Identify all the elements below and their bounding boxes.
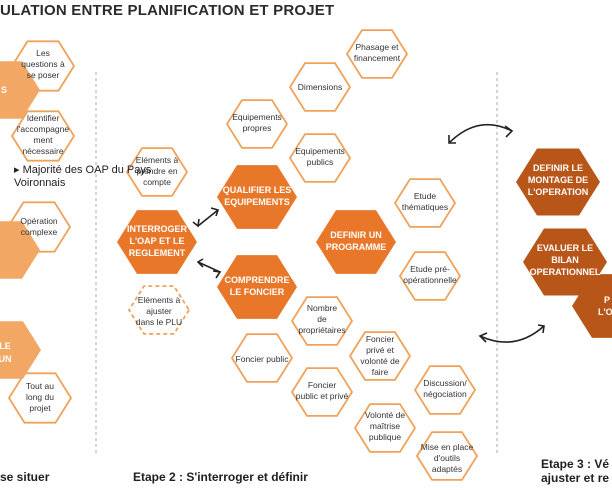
arrow-interroger-comprendre <box>196 258 222 279</box>
label-dimensions: Dimensions <box>298 82 342 92</box>
hexagon-equip-publics <box>288 133 352 183</box>
arrow-curve-top <box>448 123 514 144</box>
hexagon-phasage <box>345 29 409 79</box>
hexagon-interroger <box>117 210 197 274</box>
hexagon-mise-place <box>415 431 479 481</box>
hexagon-left-le <box>0 321 41 379</box>
hexagon-nombre-prop <box>290 296 354 346</box>
hexagon-elements-ajuster <box>127 285 191 335</box>
label-foncier-public: Foncier public <box>236 354 290 364</box>
arrow-curve-bottom <box>478 324 545 343</box>
hexagon-equip-propres <box>225 99 289 149</box>
hexagon-dimensions <box>288 62 352 112</box>
hexagon-foncier-volonte <box>348 331 412 381</box>
hexagon-qualifier <box>217 165 297 229</box>
majorite-text: Majorité des OAP du Pays Voironnais <box>14 164 152 189</box>
hexagon-left-mid <box>0 221 40 279</box>
label-discussion: Discussion/négociation <box>423 378 467 399</box>
hexagon-foncier-pp <box>290 367 354 417</box>
hexagon-etude-thema <box>393 178 457 228</box>
arrow-bullet-icon: ▸ <box>14 164 23 176</box>
hexagon-volonte-maitrise <box>353 403 417 453</box>
etape-1-label: se situer <box>0 470 50 484</box>
page-title: ULATION ENTRE PLANIFICATION ET PROJET <box>0 2 335 19</box>
hexagon-foncier-public <box>230 333 294 383</box>
etape-3-label-line2: ajuster et re <box>541 471 610 485</box>
hexagon-definir-prog <box>316 210 396 274</box>
hexagon-left-identifier <box>10 110 76 162</box>
hexagon-left-s <box>0 61 40 119</box>
hexagon-elements-prendre <box>125 147 189 197</box>
hexagon-etude-preop <box>398 251 462 301</box>
hexagon-definir-montage <box>516 148 600 216</box>
label-left-s: S <box>1 85 7 95</box>
majorite-label: ▸ Majorité des OAP du Pays Voironnais <box>14 164 154 190</box>
hexagon-discussion <box>413 365 477 415</box>
hexagon-left-tout <box>7 372 73 424</box>
hexagon-comprendre <box>217 255 297 319</box>
etape-3-label-line1: Etape 3 : Vé <box>541 457 610 471</box>
hexagon-right-partial <box>572 274 612 338</box>
arrow-interroger-qualifier <box>192 207 220 228</box>
etape-2-label: Etape 2 : S'interroger et définir <box>133 470 308 484</box>
hexagon-evaluer-bilan <box>523 228 607 296</box>
label-etude-preop: Etude pré-opérationnelle <box>403 264 457 285</box>
